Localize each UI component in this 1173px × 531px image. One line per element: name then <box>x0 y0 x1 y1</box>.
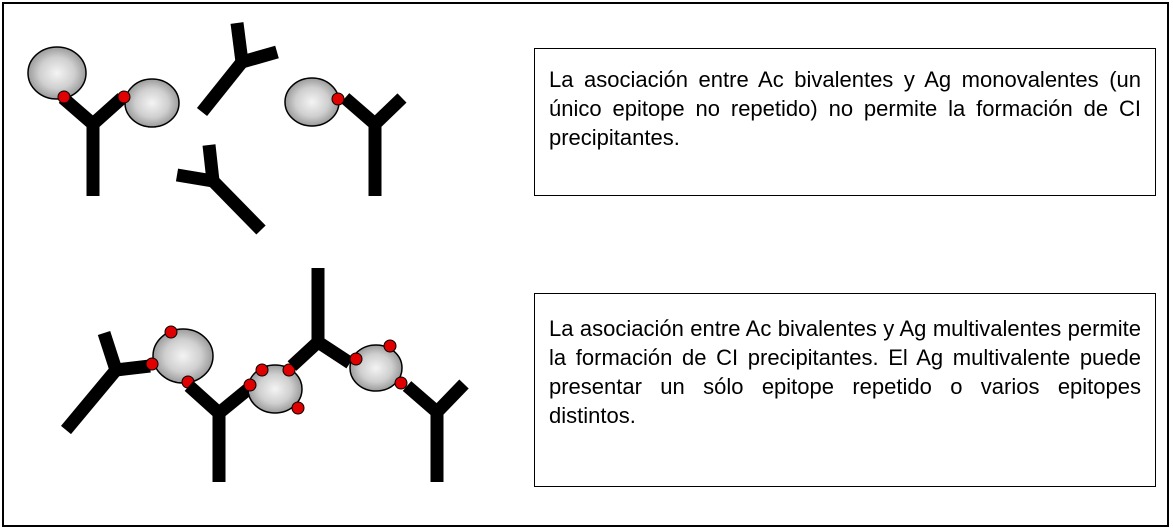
epitope-dot <box>255 363 269 377</box>
antigen-a <box>152 328 214 384</box>
monovalent-scene <box>27 22 407 235</box>
epitope-dot <box>164 325 178 339</box>
epitope-dot <box>243 378 257 392</box>
antigen-2 <box>124 78 180 128</box>
epitope-dot <box>349 352 363 366</box>
antibody-4 <box>340 93 407 196</box>
antibody-d <box>402 379 469 482</box>
multivalent-scene <box>61 268 469 482</box>
epitope-dot <box>145 357 159 371</box>
antibody-1 <box>58 93 127 196</box>
antibody-b <box>184 380 257 482</box>
antibody-c <box>287 268 354 371</box>
antigen-c <box>349 344 403 392</box>
multivalent-description: La asociación entre Ac bivalentes y Ag m… <box>534 293 1156 487</box>
epitope-dot <box>331 92 345 106</box>
epitope-dot <box>57 90 71 104</box>
antibody-3 <box>175 144 266 235</box>
epitope-dot <box>394 376 408 390</box>
epitope-dot <box>383 339 397 353</box>
epitope-dot <box>117 90 131 104</box>
antibody-2 <box>196 22 279 117</box>
antigen-1 <box>27 46 87 100</box>
epitope-dot <box>282 363 296 377</box>
antibody-a <box>61 330 151 435</box>
monovalent-description: La asociación entre Ac bivalentes y Ag m… <box>534 48 1156 196</box>
epitope-dot <box>291 401 305 415</box>
antigen-3 <box>284 77 340 127</box>
